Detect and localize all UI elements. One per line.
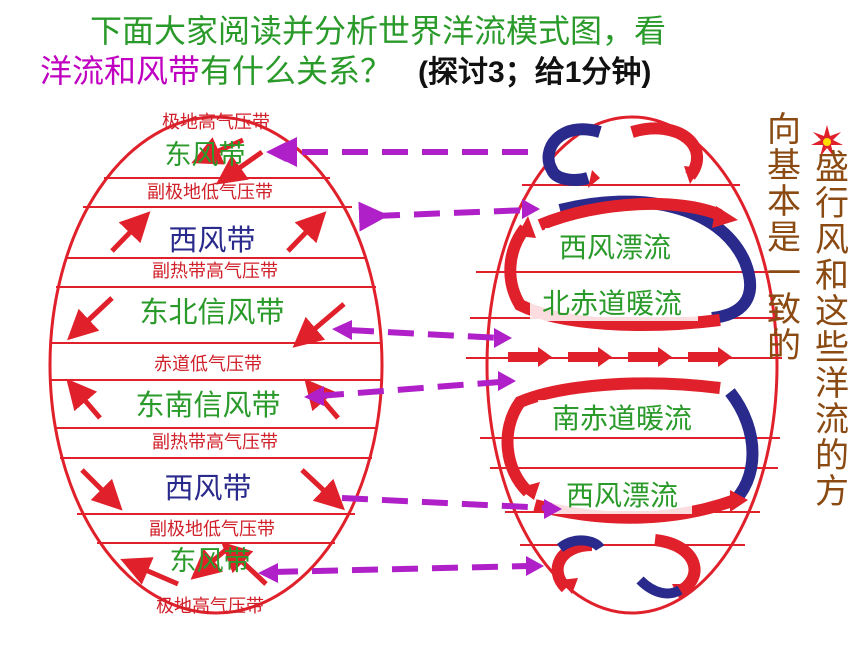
conclusion-char: 本 bbox=[767, 182, 801, 222]
label-subpolar-low-south: 副极地低气压带 bbox=[149, 519, 275, 540]
westerly-arrow-n1 bbox=[110, 211, 151, 253]
current-south-equatorial bbox=[501, 377, 721, 497]
easterly-arrow-n2 bbox=[215, 149, 264, 185]
conclusion-char: 的 bbox=[767, 326, 801, 366]
title-discussion-note: (探讨3；给1分钟) bbox=[418, 56, 652, 89]
conclusion-char: 方 bbox=[815, 472, 849, 512]
latitude-lines-left bbox=[50, 177, 382, 544]
label-polar-high-top: 极地高气压带 bbox=[162, 112, 270, 133]
connector-arrowheads bbox=[258, 142, 562, 583]
conclusion-char: 和 bbox=[815, 256, 849, 296]
label-west-wind-drift-north: 西风漂流 bbox=[559, 231, 671, 264]
current-polar-north-left bbox=[542, 123, 602, 186]
connector-easterlies-south bbox=[271, 563, 531, 575]
conclusion-column-right: 盛 行 风 和 这 些 洋 流 的 方 bbox=[812, 150, 852, 510]
ne-trade-arrow-2 bbox=[292, 302, 346, 348]
easterly-arrow-s2 bbox=[221, 541, 268, 586]
label-north-equatorial-current: 北赤道暖流 bbox=[542, 287, 682, 320]
connector-ne-trades bbox=[347, 327, 501, 341]
conclusion-char: 向 bbox=[767, 110, 801, 150]
wind-arrows bbox=[66, 137, 346, 587]
label-easterlies-north: 东风带 bbox=[165, 140, 246, 171]
label-ne-trades: 东北信风带 bbox=[139, 295, 284, 329]
current-south-gyre-east bbox=[725, 388, 759, 510]
ocean-current-ellipse: 西风漂流 北赤道暖流 南赤道暖流 西风漂流 bbox=[466, 115, 782, 615]
current-west-wind-drift-north bbox=[537, 197, 723, 231]
label-polar-high-bottom: 极地高气压带 bbox=[156, 596, 264, 617]
connector-se-trades bbox=[317, 379, 501, 399]
starburst-icon bbox=[811, 125, 843, 157]
title-ocean-current-phrase: 洋流和 bbox=[40, 52, 137, 90]
conclusion-char: 洋 bbox=[815, 364, 849, 404]
label-subpolar-low-north: 副极地低气压带 bbox=[147, 182, 273, 203]
conclusion-char: 一 bbox=[767, 254, 801, 294]
title-wind-belt-word: 风带 bbox=[136, 52, 201, 90]
connector-westerlies-north bbox=[358, 201, 529, 232]
conclusion-char: 行 bbox=[815, 184, 849, 224]
conclusion-char: 些 bbox=[815, 328, 849, 368]
conclusion-column-left: 向 基 本 是 一 致 的 bbox=[764, 112, 804, 364]
label-south-equatorial-current: 南赤道暖流 bbox=[552, 402, 692, 435]
easterly-arrow-s3 bbox=[120, 557, 179, 587]
conclusion-char: 盛 bbox=[815, 148, 849, 188]
title-line-2: 洋流和风带有什么关系？ (探讨3；给1分钟) bbox=[40, 46, 651, 92]
title-question: 有什么关系？ bbox=[200, 52, 393, 90]
label-se-trades: 东南信风带 bbox=[135, 388, 280, 422]
se-trade-arrow-1 bbox=[66, 378, 102, 420]
conclusion-char: 致 bbox=[767, 290, 801, 330]
conclusion-char: 流 bbox=[815, 400, 849, 440]
label-westerlies-north: 西风带 bbox=[168, 223, 255, 257]
label-subtropical-high-north: 副热带高气压带 bbox=[152, 261, 278, 282]
label-equatorial-low: 赤道低气压带 bbox=[154, 354, 262, 375]
equatorial-countercurrent-arrows bbox=[508, 347, 732, 367]
conclusion-char: 基 bbox=[767, 146, 801, 186]
title-line-1: 下面大家阅读并分析世界洋流模式图，看 bbox=[90, 12, 667, 50]
ne-trade-arrow-1 bbox=[67, 296, 114, 341]
label-subtropical-high-south: 副热带高气压带 bbox=[152, 432, 278, 453]
connector-arrows bbox=[267, 137, 549, 575]
connector-westerlies-south bbox=[341, 495, 549, 511]
label-westerlies-south: 西风带 bbox=[164, 471, 251, 505]
easterly-arrow-n1 bbox=[191, 137, 245, 165]
current-polar-north-right bbox=[630, 122, 703, 180]
conclusion-char: 这 bbox=[815, 292, 849, 332]
label-west-wind-drift-south: 西风漂流 bbox=[566, 479, 678, 512]
westerly-arrow-n2 bbox=[286, 211, 327, 253]
conclusion-char: 风 bbox=[815, 220, 849, 260]
westerly-arrow-s2 bbox=[300, 468, 345, 511]
westerly-arrow-s1 bbox=[80, 468, 123, 511]
wind-belt-ellipse: 极地高气压带 东风带 副极地低气压带 西风带 副热带高气压带 东北信风带 赤道低… bbox=[48, 112, 384, 617]
current-polar-south-left bbox=[551, 539, 593, 593]
conclusion-char: 是 bbox=[767, 218, 801, 258]
label-easterlies-south: 东风带 bbox=[170, 546, 251, 577]
conclusion-char: 的 bbox=[815, 436, 849, 476]
